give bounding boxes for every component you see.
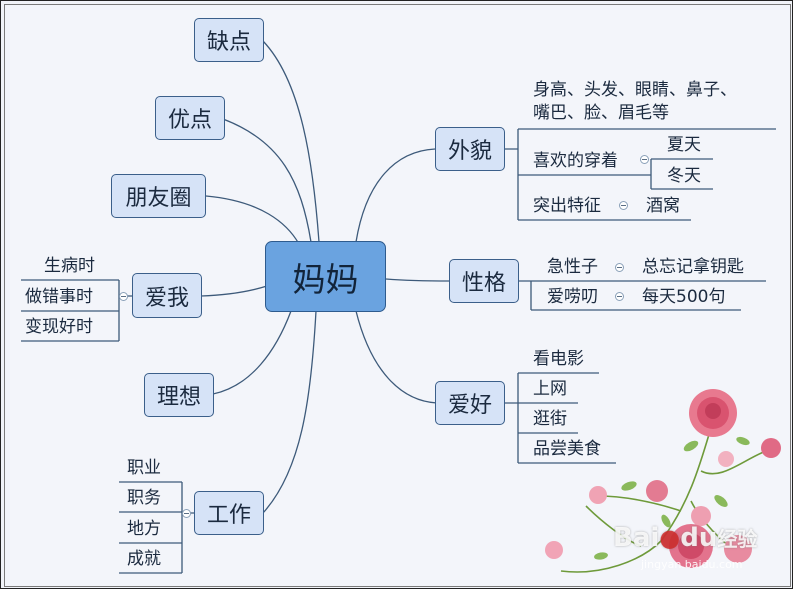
collapse-toggle-hot-temper[interactable] bbox=[615, 263, 624, 272]
watermark-cn: 经验 bbox=[717, 527, 758, 551]
link-strength bbox=[222, 118, 312, 243]
clothes-winter[interactable]: 冬天 bbox=[667, 166, 701, 186]
hobby-item[interactable]: 看电影 bbox=[533, 349, 584, 369]
topic-appearance[interactable]: 外貌 bbox=[435, 127, 505, 171]
collapse-toggle-work[interactable] bbox=[182, 509, 191, 518]
topic-hobby-label: 爱好 bbox=[447, 393, 492, 418]
link-personality bbox=[385, 278, 451, 282]
watermark-url: jingyan.baidu.com bbox=[641, 558, 743, 571]
love-me-item[interactable]: 做错事时 bbox=[25, 287, 93, 307]
link-love-me-items bbox=[118, 280, 133, 341]
link-appearance bbox=[355, 148, 436, 243]
topic-personality-label: 性格 bbox=[461, 271, 506, 296]
topic-work-label: 工作 bbox=[206, 503, 251, 528]
link-friends bbox=[205, 195, 300, 245]
topic-strength[interactable]: 优点 bbox=[155, 96, 225, 140]
link-hobby bbox=[355, 310, 438, 404]
personality-item[interactable]: 急性子 bbox=[547, 257, 598, 277]
collapse-toggle-outstanding[interactable] bbox=[619, 201, 628, 210]
topic-love-me[interactable]: 爱我 bbox=[132, 273, 202, 318]
appearance-outstanding[interactable]: 突出特征 bbox=[533, 196, 601, 216]
appearance-features-line2[interactable]: 嘴巴、脸、眉毛等 bbox=[533, 103, 669, 123]
topic-friends[interactable]: 朋友圈 bbox=[111, 174, 206, 218]
link-work bbox=[262, 310, 317, 514]
personality-item[interactable]: 爱唠叨 bbox=[547, 287, 598, 307]
work-item[interactable]: 成就 bbox=[127, 549, 161, 569]
topic-strength-label: 优点 bbox=[167, 108, 212, 133]
central-topic[interactable]: 妈妈 bbox=[265, 241, 386, 312]
collapse-toggle-nagging[interactable] bbox=[615, 292, 624, 301]
topic-weakness[interactable]: 缺点 bbox=[194, 18, 264, 62]
link-love-me bbox=[200, 285, 268, 297]
watermark-brand2: du bbox=[680, 523, 718, 553]
link-appearance-items bbox=[505, 129, 519, 220]
topic-work[interactable]: 工作 bbox=[194, 491, 264, 535]
link-personality-items bbox=[519, 280, 532, 310]
clothes-summer[interactable]: 夏天 bbox=[667, 135, 701, 155]
topic-appearance-label: 外貌 bbox=[447, 139, 492, 164]
topic-hobby[interactable]: 爱好 bbox=[435, 381, 505, 425]
topic-ideal[interactable]: 理想 bbox=[144, 373, 214, 417]
appearance-clothes[interactable]: 喜欢的穿着 bbox=[533, 151, 618, 171]
hobby-item[interactable]: 逛街 bbox=[533, 409, 567, 429]
outstanding-dimple[interactable]: 酒窝 bbox=[646, 196, 680, 216]
link-work-items bbox=[181, 482, 194, 573]
topic-friends-label: 朋友圈 bbox=[125, 186, 192, 211]
love-me-item[interactable]: 变现好时 bbox=[25, 317, 93, 337]
love-me-item[interactable]: 生病时 bbox=[44, 256, 95, 276]
collapse-toggle-love-me[interactable] bbox=[119, 292, 128, 301]
work-item[interactable]: 职务 bbox=[127, 488, 161, 508]
hobby-item[interactable]: 上网 bbox=[533, 379, 567, 399]
link-ideal bbox=[212, 310, 292, 395]
topic-ideal-label: 理想 bbox=[156, 385, 201, 410]
work-item[interactable]: 地方 bbox=[127, 519, 161, 539]
collapse-toggle-clothes[interactable] bbox=[640, 155, 649, 164]
topic-personality[interactable]: 性格 bbox=[449, 259, 519, 303]
central-topic-label: 妈妈 bbox=[292, 259, 359, 299]
personality-subitem[interactable]: 每天500句 bbox=[642, 287, 726, 307]
watermark-logo: Bai●du经验 bbox=[613, 523, 757, 553]
work-item[interactable]: 职业 bbox=[127, 458, 161, 478]
paw-icon: ● bbox=[659, 524, 681, 552]
appearance-features-line1[interactable]: 身高、头发、眼睛、鼻子、 bbox=[533, 80, 737, 100]
topic-love-me-label: 爱我 bbox=[144, 285, 189, 311]
personality-subitem[interactable]: 总忘记拿钥匙 bbox=[642, 257, 744, 277]
link-weakness bbox=[262, 40, 320, 243]
link-hobby-items bbox=[505, 373, 519, 463]
hobby-item[interactable]: 品尝美食 bbox=[533, 439, 601, 459]
topic-weakness-label: 缺点 bbox=[206, 30, 251, 55]
watermark-brand: Bai bbox=[613, 523, 660, 553]
